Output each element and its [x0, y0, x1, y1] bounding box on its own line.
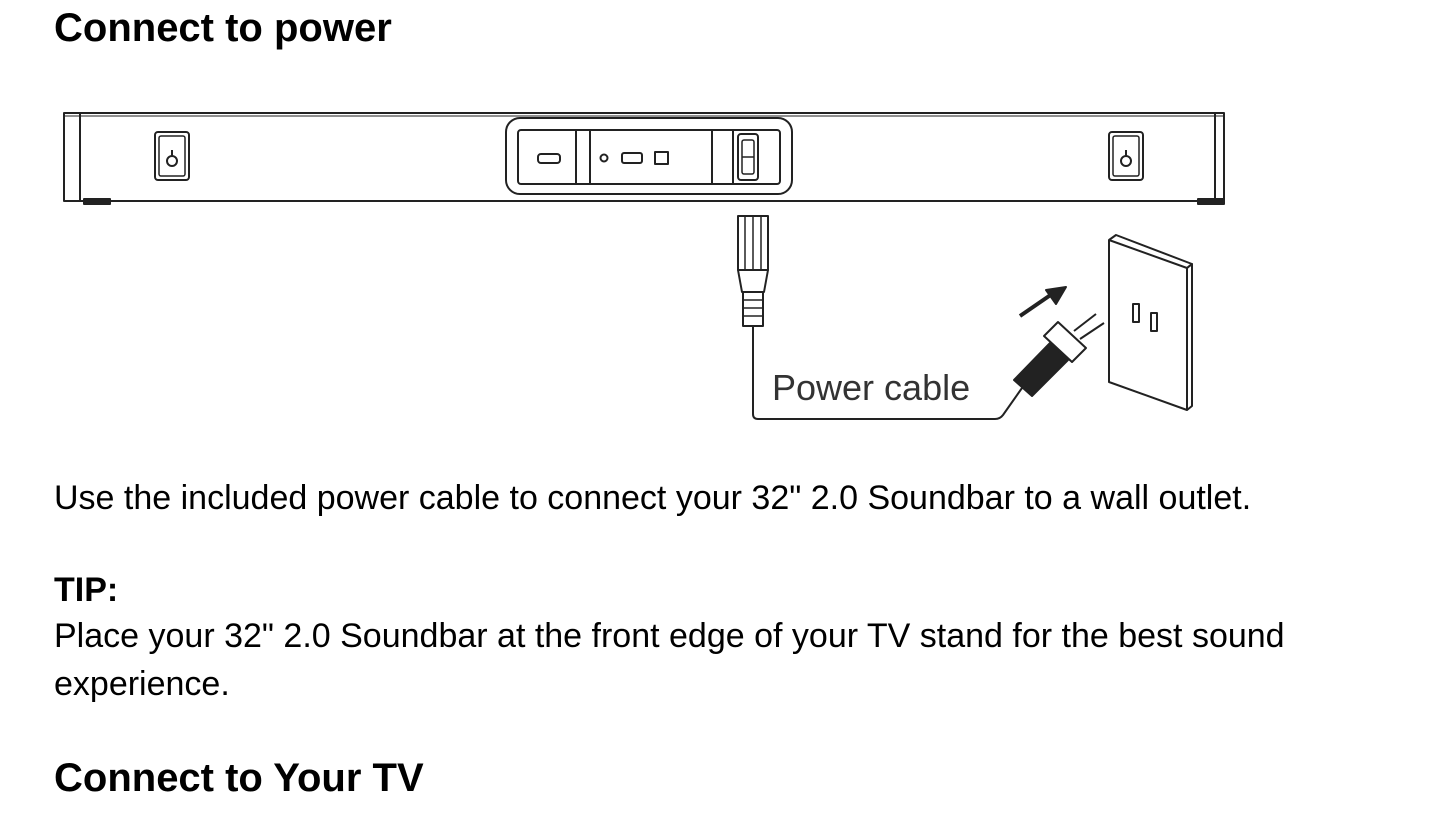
soundbar-illustration — [63, 112, 1225, 205]
section-title-connect-tv: Connect to Your TV — [54, 756, 424, 800]
rear-port-panel — [505, 117, 793, 195]
section-title-connect-power: Connect to power — [54, 6, 392, 50]
insert-arrow-icon — [1018, 286, 1067, 318]
tip-label: TIP: — [54, 571, 119, 609]
wall-mount-hole-left-icon — [154, 131, 190, 181]
wall-plug-icon — [1013, 313, 1105, 397]
cable-connector-icon — [737, 215, 769, 327]
power-cable-label: Power cable — [772, 367, 970, 408]
power-cable-line — [752, 326, 1023, 420]
tip-text: Place your 32" 2.0 Soundbar at the front… — [54, 617, 1285, 703]
instruction-text: Use the included power cable to connect … — [54, 479, 1252, 517]
power-connection-diagram: Power cable — [63, 112, 1225, 420]
wall-mount-hole-right-icon — [1108, 131, 1144, 181]
wall-outlet-icon — [1108, 234, 1193, 411]
